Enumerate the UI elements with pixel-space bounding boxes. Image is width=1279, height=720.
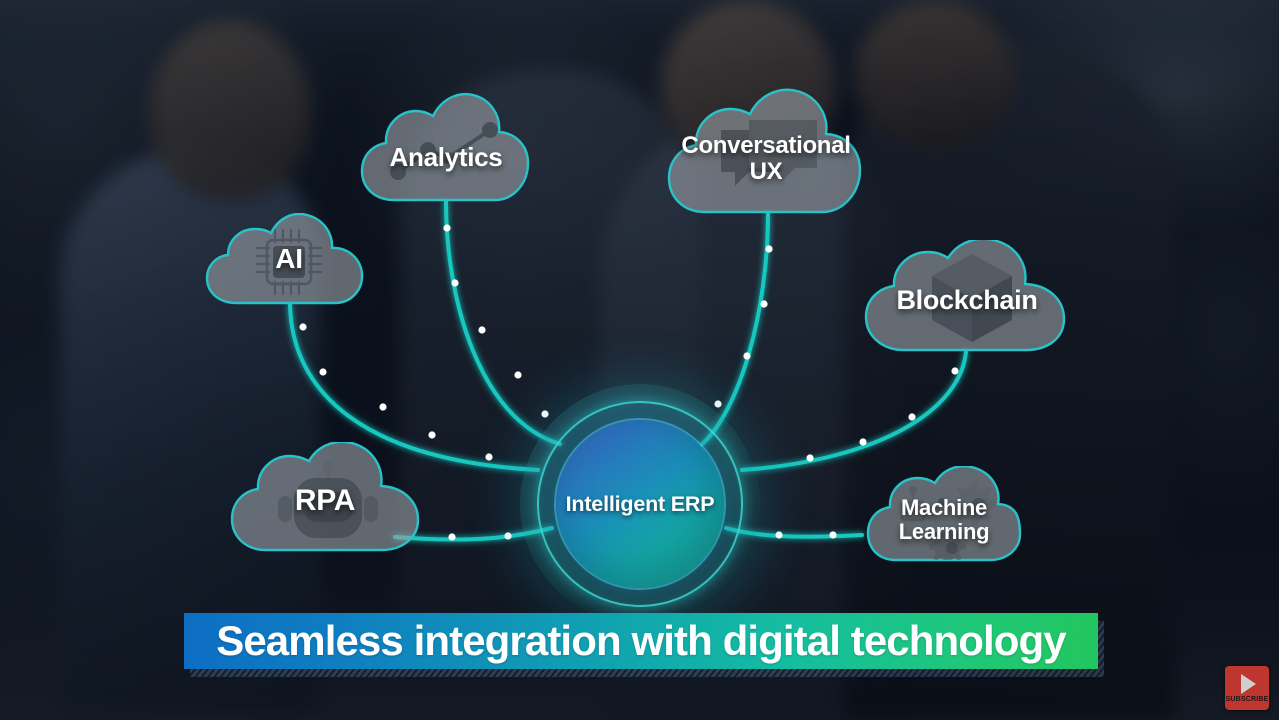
- robot-icon: [276, 456, 380, 550]
- cloud-label-ai: AI: [275, 242, 303, 274]
- cloud-node-conversational-ux[interactable]: Conversational UX: [665, 88, 867, 214]
- cloud-node-ai[interactable]: AI: [203, 213, 375, 305]
- caption-text: Seamless integration with digital techno…: [216, 617, 1066, 664]
- link-ai: [288, 303, 540, 472]
- gears-icon: [894, 476, 1006, 560]
- cloud-label-machine-learning: Machine Learning: [898, 495, 990, 544]
- chat-bubbles-icon: [715, 116, 823, 206]
- center-label: Intelligent ERP: [565, 491, 715, 516]
- cube-icon: [924, 248, 1020, 348]
- cloud-node-rpa[interactable]: RPA: [228, 442, 422, 552]
- cloud-node-machine-learning[interactable]: Machine Learning: [864, 466, 1024, 562]
- line-chart-icon: [384, 116, 508, 186]
- caption-banner-container: Seamless integration with digital techno…: [184, 613, 1104, 677]
- subscribe-label: SUBSCRIBE: [1225, 695, 1269, 703]
- cloud-node-analytics[interactable]: Analytics: [358, 92, 534, 202]
- cloud-label-analytics: Analytics: [389, 141, 503, 172]
- center-ring: [537, 401, 743, 607]
- cloud-label-conversational-ux: Conversational UX: [681, 132, 851, 185]
- link-analytics: [444, 200, 562, 446]
- cloud-label-rpa: RPA: [294, 483, 356, 517]
- connection-dots: [299, 224, 959, 541]
- microchip-icon: [253, 226, 325, 298]
- link-rpa: [393, 526, 554, 542]
- link-blockchain: [740, 350, 968, 472]
- center-core: Intelligent ERP: [556, 420, 724, 588]
- caption-banner: Seamless integration with digital techno…: [184, 613, 1098, 669]
- cloud-label-blockchain: Blockchain: [896, 285, 1038, 316]
- subscribe-button[interactable]: SUBSCRIBE: [1225, 666, 1269, 710]
- center-node-intelligent-erp[interactable]: Intelligent ERP: [520, 384, 760, 624]
- play-triangle-icon: [1241, 673, 1256, 694]
- cloud-node-blockchain[interactable]: Blockchain: [862, 240, 1072, 352]
